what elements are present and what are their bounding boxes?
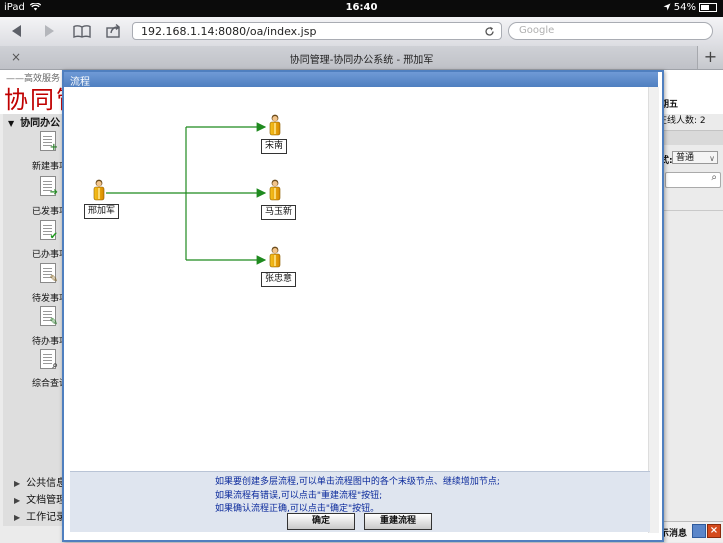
caret-right-icon: ▶ [14,513,21,522]
flow-node-child1[interactable]: 宋南 [261,139,288,154]
bottom-nav-label: 文档管理 [26,495,67,506]
left-nav-section-title[interactable]: ▼ 协同办公 [8,114,60,129]
person-icon[interactable] [267,114,283,136]
dialog-title: 流程 [70,77,90,88]
dialog-footer [70,471,650,532]
pending-send-doc-icon[interactable]: ✎ [38,263,58,285]
caret-right-icon: ▶ [14,496,21,505]
location-arrow-icon [663,3,671,11]
weekday-text: 期五 [660,100,679,110]
person-icon[interactable] [267,246,283,268]
left-nav-item-todo[interactable]: 待办事项 [32,337,69,347]
left-nav-item-query[interactable]: 综合查询 [32,379,69,389]
address-bar[interactable]: 192.168.1.14:8080/oa/index.jsp [132,22,502,40]
right-search-input[interactable]: ⌕ [665,172,721,188]
share-icon[interactable] [106,23,122,38]
done-item-doc-icon[interactable]: ✔ [38,220,58,242]
battery-fill [701,4,709,10]
message-close-icon[interactable]: × [707,524,721,538]
online-count-text: 在线人数: 2 [658,116,706,126]
bottom-nav-work-records[interactable]: ▶ 工作记录 [14,508,66,523]
hint-line-2: 如果流程有错误,可以点击"重建流程"按钮; [215,491,383,501]
sent-item-doc-icon[interactable]: ➜ [38,176,58,198]
tab-bar: × 协同管理-协同办公系统 - 邢加军 + [0,46,723,70]
mode-select-value: 普通 [676,153,695,163]
person-icon[interactable] [267,179,283,201]
status-right: 54% [663,2,717,13]
wifi-icon [29,2,42,11]
right-bottom-bar [658,521,723,542]
caret-down-icon: ▼ [8,119,15,128]
dialog-scrollbar[interactable] [648,87,659,533]
person-icon[interactable] [91,179,107,201]
mode-select-label: 式: [660,156,673,166]
bottom-nav-public-info[interactable]: ▶ 公共信息 [14,474,66,489]
mode-select[interactable]: 普通 ∨ [672,151,718,164]
chevron-down-icon: ∨ [709,154,715,163]
ok-button[interactable]: 确定 [287,513,355,530]
caret-right-icon: ▶ [14,479,21,488]
search-placeholder: Google [519,25,555,36]
right-divider [658,210,723,211]
forward-arrow-icon[interactable] [44,24,56,38]
flow-node-child3[interactable]: 张忠意 [261,272,297,287]
back-arrow-icon[interactable] [10,24,22,38]
bottom-nav-label: 工作记录 [26,512,67,523]
reload-icon[interactable] [484,26,495,37]
close-tab-button[interactable]: × [11,50,22,64]
status-bar: iPad 16:40 54% [0,0,723,17]
flow-node-child2[interactable]: 马玉新 [261,205,297,220]
new-tab-button[interactable]: + [697,46,723,69]
left-nav-item-done[interactable]: 已办事项 [32,250,69,260]
left-nav-item-new[interactable]: 新建事项 [32,162,69,172]
section-title-text: 协同办公 [20,118,61,129]
clock-time: 16:40 [345,2,378,13]
battery-percent: 54% [673,2,696,13]
flow-node-root[interactable]: 邢加军 [84,204,120,219]
hint-line-1: 如果要创建多层流程,可以单击流程图中的各个末级节点、继续增加节点; [215,477,500,487]
battery-icon [699,2,717,12]
right-panel-bar [658,130,723,145]
bottom-nav-documents[interactable]: ▶ 文档管理 [14,491,66,506]
right-header-area [658,86,723,112]
bookmarks-book-icon[interactable] [73,25,91,38]
dialog-titlebar[interactable]: 流程 [64,72,658,88]
todo-item-doc-icon[interactable]: ✎ [38,306,58,328]
flow-connectors [106,122,267,265]
search-doc-icon[interactable]: ⌕ [38,349,58,371]
left-nav-item-pending-send[interactable]: 待发事项 [32,294,69,304]
message-prompt-text[interactable]: 示消息 [660,529,688,539]
message-info-icon[interactable] [692,524,706,538]
tab-title[interactable]: 协同管理-协同办公系统 - 邢加军 [289,55,434,66]
search-icon: ⌕ [711,172,717,183]
flow-canvas: 邢加军 宋南 马玉新 张忠意 [64,87,658,471]
hint-line-3: 如果确认流程正确,可以点击"确定"按钮。 [215,504,380,514]
search-field[interactable]: Google [508,22,713,40]
browser-toolbar: 192.168.1.14:8080/oa/index.jsp Google [0,17,723,47]
device-name: iPad [4,2,25,13]
left-nav-item-sent[interactable]: 已发事项 [32,207,69,217]
status-left: iPad [4,2,42,13]
address-url: 192.168.1.14:8080/oa/index.jsp [141,25,317,38]
new-item-doc-icon[interactable]: + [38,131,58,153]
page-slogan: ——高效服务 [6,74,61,84]
rebuild-flow-button[interactable]: 重建流程 [364,513,432,530]
bottom-nav-label: 公共信息 [26,478,67,489]
